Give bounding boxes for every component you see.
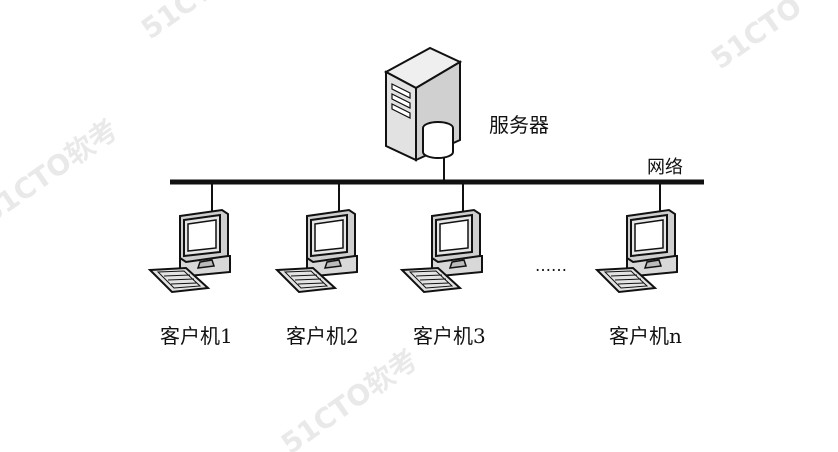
server-label: 服务器 [489, 113, 549, 137]
watermark-text: 51CTO软考 [275, 343, 424, 452]
server-icon [383, 46, 463, 162]
ellipsis: …… [535, 256, 567, 275]
client-label: 客户机n [609, 324, 682, 348]
watermark-text: 51CTO软考 [0, 113, 124, 231]
client-computer-icon [596, 209, 678, 293]
client-label: 客户机1 [160, 324, 233, 348]
client-computer-icon [401, 209, 483, 293]
client-computer-icon [149, 209, 231, 293]
client-label: 客户机2 [286, 324, 359, 348]
client-label: 客户机3 [413, 324, 486, 348]
network-label: 网络 [647, 157, 683, 178]
watermark-text: 51CTO [705, 0, 808, 76]
client-computer-icon [276, 209, 358, 293]
watermark-text: 51CTO [135, 0, 238, 46]
